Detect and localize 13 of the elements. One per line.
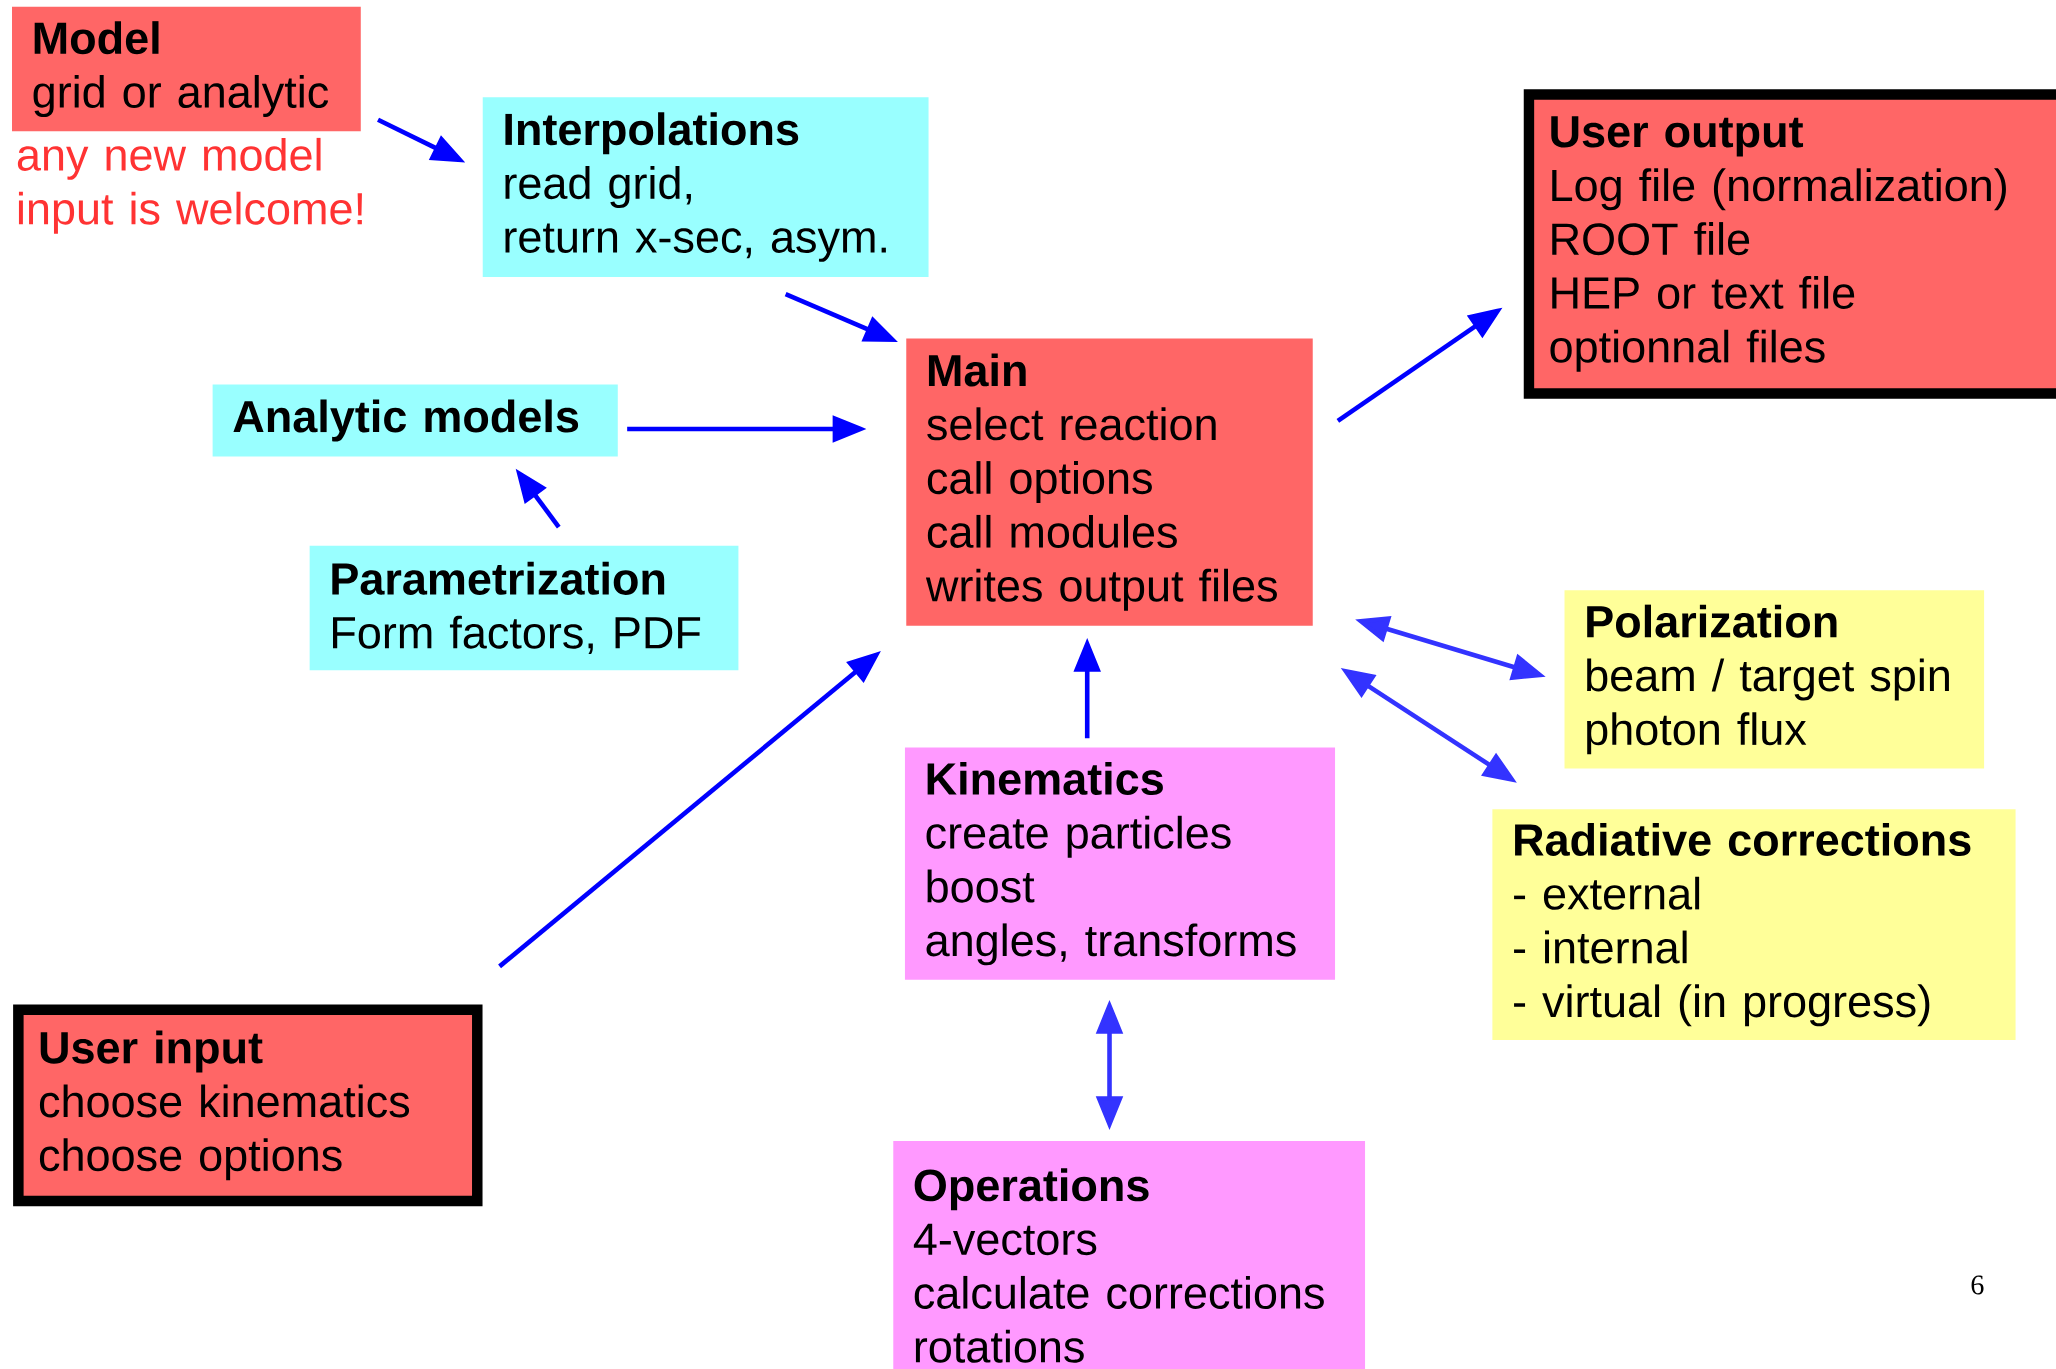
module-box: Main select reaction call options call modules writes output files: [906, 338, 1313, 626]
module-box: Operations 4-vectors calculate corrections rotations: [893, 1141, 1366, 1369]
module-box: Parametrization Form factors, PDF: [309, 545, 739, 671]
module-box: Model grid or analytic: [12, 6, 361, 132]
module-box: User input choose kinematics choose options: [13, 1004, 483, 1207]
module-box: Analytic models: [212, 384, 618, 457]
module-box: Polarization beam / target spin photon flux: [1564, 590, 1985, 769]
module-box: Interpolations read grid, return x-sec, asym.: [482, 97, 929, 277]
module-box: User output Log file (normalization) ROOT file HEP or text file optionnal files: [1523, 89, 2056, 399]
module-box: Radiative corrections - external - internal - virtual (in progress): [1492, 809, 2016, 1041]
page-number: 6: [1971, 1275, 1984, 1295]
node-caption: any new model input is welcome!: [17, 137, 362, 234]
module-box: Kinematics create particles boost angles, transforms: [904, 747, 1336, 980]
